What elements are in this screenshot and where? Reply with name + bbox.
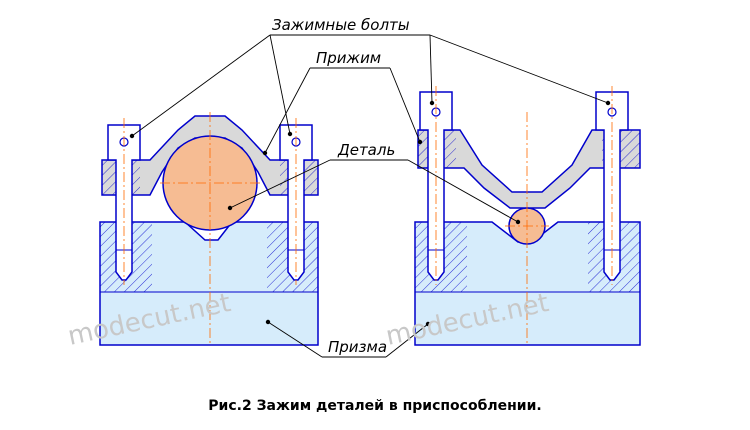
left-bolt-2 — [279, 124, 313, 281]
label-bolts: Зажимные болты — [272, 16, 410, 34]
right-prism — [414, 221, 641, 346]
left-assembly — [99, 112, 319, 346]
leader-dots — [129, 100, 611, 327]
left-clamp — [101, 115, 319, 196]
leader-lines — [131, 34, 609, 358]
right-assembly — [414, 86, 641, 346]
label-clamp: Прижим — [316, 49, 381, 67]
figure-caption: Рис.2 Зажим деталей в приспособлении. — [208, 398, 542, 414]
left-bolt-1 — [107, 124, 141, 281]
label-prism: Призма — [328, 338, 387, 356]
label-part: Деталь — [337, 141, 395, 159]
